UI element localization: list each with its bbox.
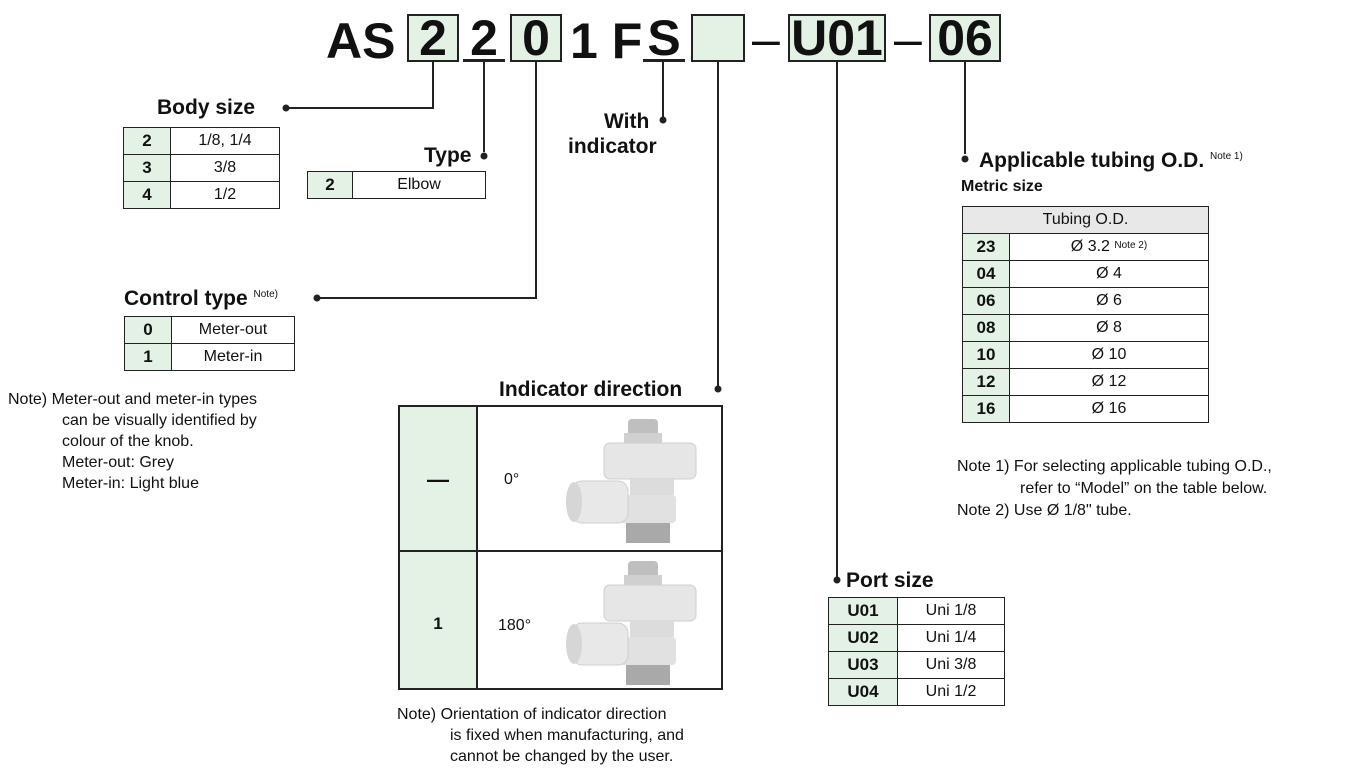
control-type-title: Control type Note) [124, 287, 278, 310]
code-prefix: AS [326, 13, 396, 69]
control-type-note-3: colour of the knob. [62, 433, 194, 450]
indicator-direction-note-2: is fixed when manufacturing, and [450, 727, 684, 744]
code-type: 2 [463, 13, 505, 63]
control-type-note-4: Meter-out: Grey [62, 454, 175, 471]
code-with-indicator: S [643, 13, 685, 63]
code-port-size: U01 [788, 13, 886, 63]
code-control-type: 0 [510, 13, 562, 63]
code-indicator-direction [691, 14, 745, 62]
control-type-note-1: Note) Meter-out and meter-in types [8, 391, 257, 408]
code-fixed-part: 1 F [570, 13, 643, 69]
indicator-direction-key-1: 1 [433, 614, 443, 633]
port-size-title: Port size [846, 569, 934, 592]
valve-0-deg-image [566, 419, 697, 543]
indicator-direction-angle-0: 0° [504, 471, 520, 488]
tubing-note-2: Note 2) Use Ø 1/8" tube. [957, 502, 1132, 519]
tubing-note-1-line-1: Note 1) For selecting applicable tubing … [957, 458, 1272, 475]
code-dash-2: – [894, 11, 922, 67]
tubing-subtitle: Metric size [961, 178, 1043, 195]
indicator-direction-note-3: cannot be changed by the user. [450, 748, 674, 765]
with-indicator-label-2: indicator [568, 135, 657, 158]
control-type-note-2: can be visually identified by [62, 412, 257, 429]
tubing-table-header: Tubing O.D. [962, 206, 1209, 234]
code-dash-1: – [752, 11, 780, 67]
indicator-direction-title: Indicator direction [499, 378, 683, 401]
code-body-size: 2 [407, 13, 459, 63]
tubing-note-1-line-2: refer to “Model” on the table below. [1020, 480, 1268, 497]
control-type-note-5: Meter-in: Light blue [62, 475, 199, 492]
indicator-direction-note-1: Note) Orientation of indicator direction [397, 706, 667, 723]
with-indicator-label-1: With [604, 110, 650, 133]
valve-180-deg-image [566, 561, 697, 685]
indicator-direction-key-0: — [427, 467, 449, 492]
body-size-title: Body size [157, 96, 256, 119]
indicator-direction-angle-1: 180° [498, 617, 532, 634]
tubing-title: Applicable tubing O.D. Note 1) [979, 149, 1243, 172]
code-tubing: 06 [929, 13, 1001, 63]
type-title: Type [424, 144, 472, 167]
indicator-direction-table: — 1 0° 180° [398, 405, 723, 690]
